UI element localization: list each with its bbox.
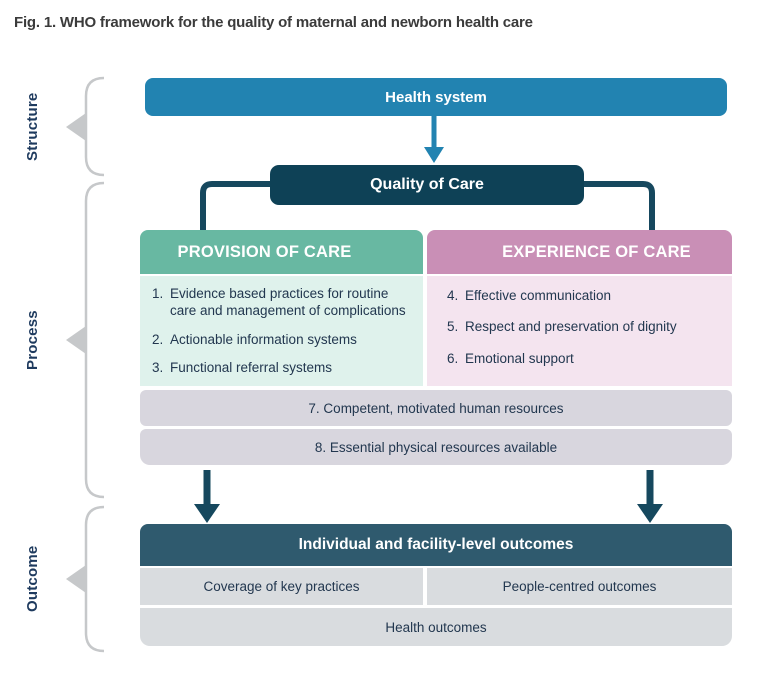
item-number: 1.	[152, 286, 164, 301]
item-number: 5.	[447, 319, 459, 335]
physical-resources-bar: 8. Essential physical resources availabl…	[140, 429, 732, 465]
experience-of-care-list: 4. Effective communication 5. Respect an…	[427, 276, 732, 386]
outcomes-header-box: Individual and facility-level outcomes	[140, 524, 732, 566]
structure-bracket-icon	[84, 76, 105, 177]
provision-of-care-label: PROVISION OF CARE	[177, 242, 352, 261]
outcomes-header-label: Individual and facility-level outcomes	[298, 536, 574, 553]
people-centred-cell: People-centred outcomes	[427, 568, 732, 605]
process-bracket-pointer-icon	[66, 326, 86, 354]
down-arrow-head-icon	[424, 147, 444, 163]
stage-label-process: Process	[24, 310, 41, 370]
item-text: Actionable information systems	[170, 331, 357, 347]
cell-text: Coverage of key practices	[203, 579, 360, 594]
item-number: 3.	[152, 359, 164, 375]
list-item: 5. Respect and preservation of dignity	[447, 318, 726, 335]
figure-title: Fig. 1. WHO framework for the quality of…	[14, 14, 533, 31]
item-number: 6.	[447, 350, 459, 366]
qoc-left-connector	[200, 181, 270, 232]
item-text: Effective communication	[465, 288, 612, 303]
provision-of-care-header: PROVISION OF CARE	[140, 230, 423, 274]
down-arrow-head-icon	[194, 504, 220, 523]
quality-of-care-box: Quality of Care	[270, 165, 584, 205]
experience-of-care-header: EXPERIENCE OF CARE	[427, 230, 732, 274]
provision-of-care-list: 1. Evidence based practices for routine …	[140, 276, 423, 386]
list-item: 6. Emotional support	[447, 350, 726, 367]
health-outcomes-bar: Health outcomes	[140, 608, 732, 646]
process-bracket-icon	[84, 181, 105, 499]
bar-text: 7. Competent, motivated human resources	[308, 400, 564, 416]
quality-of-care-label: Quality of Care	[370, 176, 484, 193]
qoc-right-connector	[584, 181, 655, 232]
item-text: Emotional support	[465, 350, 574, 366]
health-system-label: Health system	[385, 88, 487, 106]
item-number: 4.	[447, 288, 459, 303]
list-item: 4. Effective communication	[447, 287, 726, 304]
list-item: 3. Functional referral systems	[152, 359, 417, 376]
item-text: Functional referral systems	[170, 359, 333, 375]
health-system-box: Health system	[145, 78, 727, 116]
stage-label-structure: Structure	[24, 92, 41, 161]
experience-of-care-label: EXPERIENCE OF CARE	[502, 242, 691, 261]
list-item: 1. Evidence based practices for routine …	[152, 285, 417, 320]
structure-bracket-pointer-icon	[66, 113, 86, 141]
outcome-bracket-icon	[84, 505, 105, 653]
human-resources-bar: 7. Competent, motivated human resources	[140, 390, 732, 426]
cell-text: People-centred outcomes	[502, 579, 657, 594]
outcome-bracket-pointer-icon	[66, 565, 86, 593]
coverage-cell: Coverage of key practices	[140, 568, 423, 605]
item-number: 2.	[152, 331, 164, 347]
list-item: 2. Actionable information systems	[152, 331, 417, 348]
item-text: Evidence based practices for routine car…	[170, 286, 406, 319]
item-text: Respect and preservation of dignity	[465, 319, 677, 335]
bar-text: 8. Essential physical resources availabl…	[314, 439, 558, 455]
footer-text: Health outcomes	[385, 619, 487, 635]
down-arrow-head-icon	[637, 504, 663, 523]
stage-label-outcome: Outcome	[24, 545, 41, 613]
